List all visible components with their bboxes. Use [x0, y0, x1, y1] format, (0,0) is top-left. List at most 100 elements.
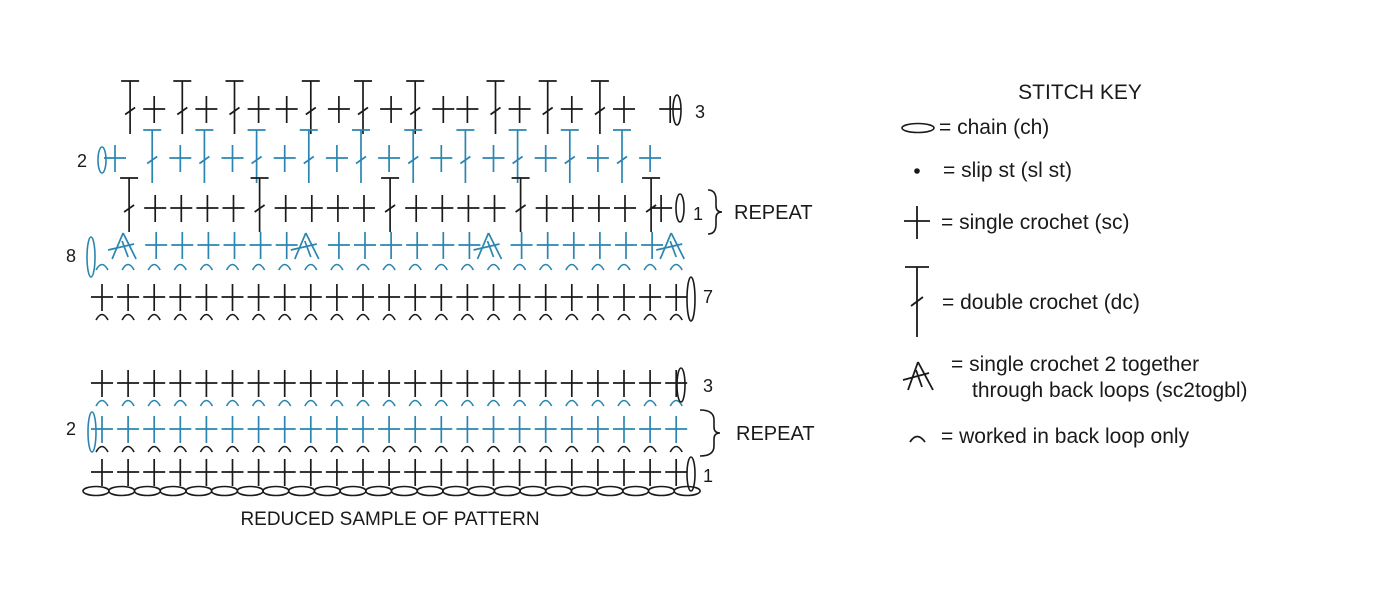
single-crochet-symbol	[430, 459, 453, 486]
back-loop-symbol	[199, 263, 214, 271]
back-loop-symbol	[512, 313, 527, 321]
back-loop-symbol	[356, 399, 370, 407]
back-loop-symbol	[486, 263, 501, 271]
single-crochet-icon	[904, 206, 930, 239]
slip-stitch-icon	[914, 168, 920, 174]
single-crochet-symbol	[639, 459, 662, 486]
single-crochet-symbol	[560, 459, 583, 486]
double-crochet-symbol	[456, 129, 475, 183]
top-row-label-8: 8	[66, 246, 76, 266]
bottom-row-label-2: 2	[66, 419, 76, 439]
key-single-crochet-label: = single crochet (sc)	[941, 211, 1130, 234]
key-double-crochet-label: = double crochet (dc)	[942, 291, 1140, 314]
bottom-repeat-brace	[699, 409, 721, 457]
back-loop-symbol	[121, 263, 135, 271]
single-crochet-symbol	[275, 232, 298, 259]
single-crochet-symbol	[325, 459, 348, 486]
single-crochet-symbol	[196, 195, 219, 222]
single-crochet-symbol	[613, 416, 635, 443]
single-crochet-symbol	[406, 232, 429, 259]
single-crochet-symbol	[432, 232, 455, 259]
single-crochet-symbol	[91, 370, 113, 397]
single-crochet-symbol	[508, 416, 531, 443]
chain-symbol	[236, 485, 264, 497]
chain-symbol	[621, 485, 650, 497]
chain-symbol	[262, 485, 290, 497]
top-row-label-3: 3	[695, 102, 705, 122]
double-crochet-symbol	[404, 129, 423, 183]
back-loop-symbol	[538, 445, 553, 453]
single-crochet-symbol	[613, 96, 635, 123]
double-crochet-symbol	[173, 80, 192, 134]
single-crochet-symbol	[665, 284, 688, 311]
single-crochet-symbol	[456, 459, 479, 486]
back-loop-symbol	[669, 263, 683, 271]
back-loop-symbol	[277, 445, 292, 453]
turning-chain-symbol	[686, 456, 696, 492]
back-loop-symbol	[460, 445, 475, 453]
single-crochet-symbol	[587, 195, 610, 222]
double-crochet-symbol	[121, 80, 140, 134]
diagram-caption: REDUCED SAMPLE OF PATTERN	[240, 509, 539, 530]
bottom-repeat-label: REPEAT	[736, 423, 815, 445]
back-loop-symbol	[538, 263, 553, 271]
top-row-label-7: 7	[703, 287, 713, 307]
single-crochet-symbol	[326, 195, 349, 222]
single-crochet-symbol	[327, 96, 350, 123]
back-loop-symbol	[356, 313, 370, 321]
single-crochet-symbol	[170, 195, 193, 222]
single-crochet-symbol	[432, 96, 455, 123]
chain-symbol	[390, 485, 419, 497]
single-crochet-symbol	[482, 370, 505, 397]
turning-chain-symbol	[676, 367, 686, 403]
single-crochet-symbol	[561, 195, 584, 222]
single-crochet-symbol	[221, 370, 244, 397]
single-crochet-symbol	[458, 232, 481, 259]
single-crochet-symbol	[456, 284, 479, 311]
back-loop-symbol	[121, 399, 135, 407]
chain-symbol	[159, 485, 187, 497]
double-crochet-symbol	[301, 80, 320, 134]
turning-chain-symbol	[672, 94, 682, 126]
back-loop-symbol	[199, 313, 214, 321]
back-loop-symbol	[95, 263, 109, 271]
back-loop-symbol	[434, 263, 449, 271]
single-crochet-symbol	[404, 416, 427, 443]
single-crochet-symbol	[169, 416, 192, 443]
double-crochet-symbol	[195, 129, 214, 183]
single-crochet-symbol	[665, 370, 688, 397]
key-chain-label: = chain (ch)	[939, 116, 1049, 139]
chain-symbol	[82, 485, 110, 497]
single-crochet-symbol	[639, 370, 662, 397]
key-back-loop-label: = worked in back loop only	[941, 425, 1190, 448]
single-crochet-symbol	[143, 459, 166, 486]
chain-symbol	[133, 485, 162, 497]
single-crochet-symbol	[586, 370, 609, 397]
double-crochet-icon	[905, 266, 929, 337]
key-slip-stitch-label: = slip st (sl st)	[943, 159, 1072, 182]
single-crochet-symbol	[588, 232, 611, 259]
back-loop-symbol	[173, 445, 188, 453]
chain-symbol	[441, 485, 470, 497]
single-crochet-symbol	[325, 145, 348, 172]
back-loop-symbol	[173, 399, 188, 407]
single-crochet-symbol	[195, 284, 218, 311]
single-crochet-symbol	[508, 459, 531, 486]
stitch-key: STITCH KEY = chain (ch) = slip st (sl st…	[901, 81, 1248, 448]
single-crochet-symbol	[325, 416, 348, 443]
single-crochet-symbol	[586, 459, 609, 486]
single-crochet-symbol	[91, 459, 113, 486]
chain-icon	[901, 122, 935, 134]
single-crochet-symbol	[430, 416, 453, 443]
back-loop-symbol	[408, 263, 422, 271]
sc2togbl-symbol	[290, 232, 320, 260]
back-loop-symbol	[173, 263, 188, 271]
single-crochet-symbol	[117, 416, 140, 443]
single-crochet-symbol	[104, 145, 126, 172]
bottom-row-label-1: 1	[703, 466, 713, 486]
single-crochet-symbol	[195, 416, 218, 443]
top-row-label-2: 2	[77, 151, 87, 171]
back-loop-symbol	[565, 399, 579, 407]
single-crochet-symbol	[404, 284, 427, 311]
back-loop-symbol	[225, 313, 240, 321]
